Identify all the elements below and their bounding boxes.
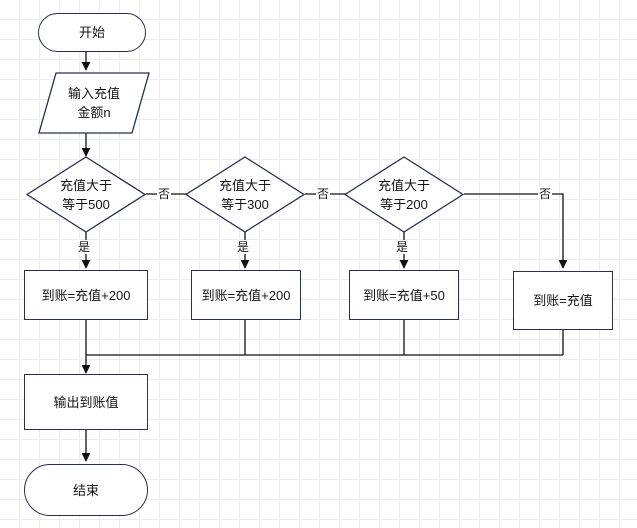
node-output-label: 输出到账值 [53, 394, 119, 410]
node-start-label: 开始 [78, 25, 105, 40]
node-input[interactable]: 输入充值 金额n [38, 72, 150, 134]
edge-label-no-300: 否 [316, 187, 331, 201]
node-end[interactable]: 结束 [24, 464, 148, 516]
node-process-300-label: 到账=充值+200 [201, 287, 291, 303]
node-process-200[interactable]: 到账=充值+50 [349, 270, 459, 320]
node-process-200-label: 到账=充值+50 [363, 287, 445, 303]
edge-label-no-200: 否 [538, 187, 553, 201]
node-process-300[interactable]: 到账=充值+200 [191, 270, 301, 320]
edge-d200-no [464, 193, 568, 269]
node-process-else-label: 到账=充值 [533, 293, 593, 308]
node-process-else[interactable]: 到账=充值 [513, 271, 613, 330]
edge-label-yes-300: 是 [236, 240, 251, 254]
node-process-500-label: 到账=充值+200 [41, 287, 131, 303]
node-decision-300-label: 充值大于 等于300 [218, 177, 271, 212]
node-end-label: 结束 [72, 482, 99, 498]
node-decision-300[interactable]: 充值大于 等于300 [185, 156, 305, 233]
edge-label-yes-200: 是 [395, 240, 410, 254]
node-decision-500[interactable]: 充值大于 等于500 [26, 156, 146, 233]
edge-label-yes-500: 是 [77, 240, 92, 254]
node-decision-200[interactable]: 充值大于 等于200 [344, 156, 464, 233]
node-start[interactable]: 开始 [38, 13, 146, 52]
node-input-label: 输入充值 金额n [67, 86, 120, 120]
diamond-shape [26, 156, 146, 233]
diamond-shape [344, 156, 464, 233]
node-output[interactable]: 输出到账值 [24, 374, 148, 430]
node-decision-500-label: 充值大于 等于500 [59, 177, 112, 212]
node-decision-200-label: 充值大于 等于200 [377, 177, 430, 212]
diamond-shape [185, 156, 305, 233]
edge-label-no-500: 否 [157, 187, 172, 201]
node-process-500[interactable]: 到账=充值+200 [24, 270, 148, 320]
parallelogram-shape [38, 72, 150, 134]
